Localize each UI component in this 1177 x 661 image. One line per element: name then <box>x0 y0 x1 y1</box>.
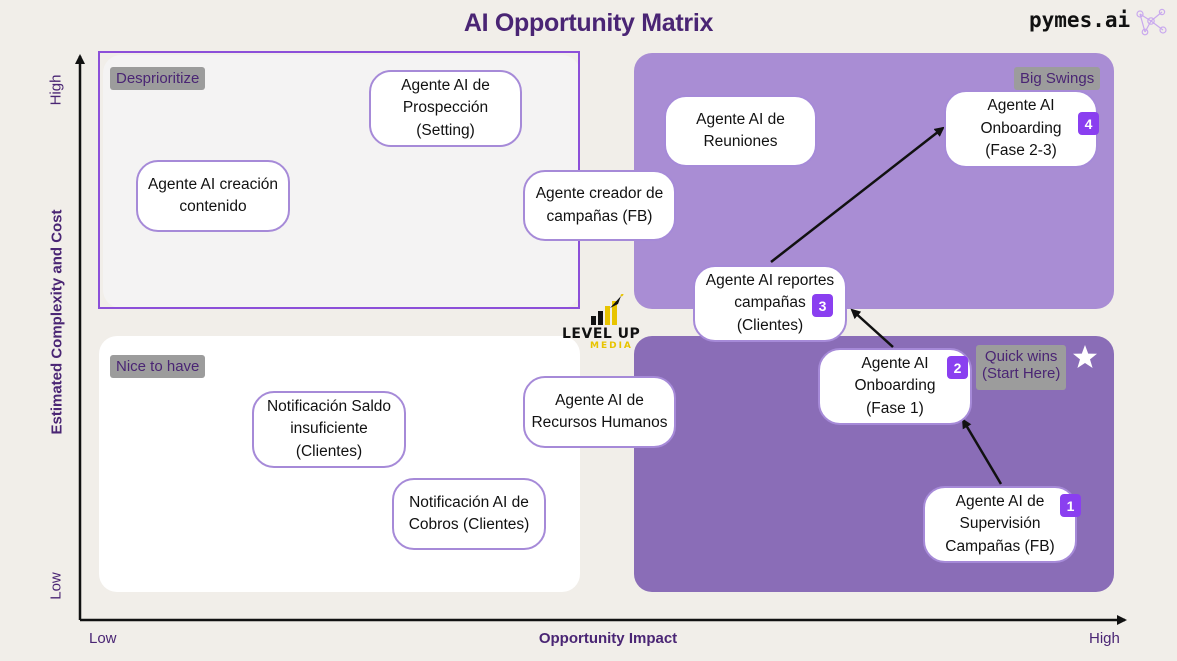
node-text: campañas (FB) <box>546 207 653 225</box>
star-icon <box>1073 345 1097 368</box>
x-axis-high-label: High <box>1089 630 1120 647</box>
node-text: Agente AI de <box>555 391 644 409</box>
node-text: Cobros (Clientes) <box>408 516 530 533</box>
x-axis-low-label: Low <box>89 630 117 647</box>
node-creador-campanas[interactable]: Agente creador de campañas (FB) <box>523 170 676 241</box>
node-text: (Fase 2-3) <box>985 142 1057 160</box>
y-axis-low-label: Low <box>47 572 65 600</box>
node-notificacion-saldo[interactable]: Notificación Saldo insuficiente (Cliente… <box>252 391 406 468</box>
node-text: Onboarding <box>854 377 936 395</box>
node-text: Agente AI de <box>955 492 1045 510</box>
quadrant-label-nice-to-have: Nice to have <box>110 355 206 378</box>
node-text: (Clientes) <box>295 442 363 460</box>
node-text: Prospección <box>402 99 489 117</box>
node-text: Agente AI <box>987 97 1055 115</box>
node-text: (Setting) <box>416 121 475 139</box>
node-text: insuficiente <box>290 420 368 438</box>
node-text: Recursos Humanos <box>531 414 668 431</box>
step-badge-4: 4 <box>1078 112 1099 135</box>
node-text: Agente AI creación <box>147 175 279 193</box>
node-onboarding-fase-2-3[interactable]: Agente AI Onboarding (Fase 2-3) <box>944 90 1098 168</box>
node-notificacion-cobros[interactable]: Notificación AI de Cobros (Clientes) <box>392 478 546 550</box>
page-title: AI Opportunity Matrix <box>463 9 714 37</box>
node-text: (Clientes) <box>736 316 804 334</box>
node-text: Campañas (FB) <box>945 537 1055 555</box>
node-supervision-campanas[interactable]: Agente AI de Supervisión Campañas (FB) <box>923 486 1077 563</box>
node-text: Onboarding <box>980 119 1062 137</box>
node-reuniones[interactable]: Agente AI de Reuniones <box>664 95 817 167</box>
quick-wins-line1: Quick wins <box>984 348 1058 365</box>
node-onboarding-fase-1[interactable]: Agente AI Onboarding (Fase 1) <box>818 348 972 425</box>
node-text: Agente AI reportes <box>705 271 835 289</box>
step-badge-3: 3 <box>812 294 833 317</box>
node-text: contenido <box>179 198 247 215</box>
node-creacion-contenido[interactable]: Agente AI creación contenido <box>136 160 290 232</box>
y-axis-high-label: High <box>47 74 65 106</box>
quick-wins-line2: (Start Here) <box>982 365 1061 382</box>
node-reportes-campanas[interactable]: Agente AI reportes campañas (Clientes) <box>693 265 847 342</box>
x-axis-title: Opportunity Impact <box>538 630 678 647</box>
step-badge-2: 2 <box>947 356 968 379</box>
node-text: Agente AI de <box>401 76 490 94</box>
node-text: Agente AI <box>861 354 929 372</box>
step-badge-1: 1 <box>1060 494 1081 517</box>
network-icon <box>1136 8 1167 36</box>
logo-subtext: MEDIA <box>590 341 633 351</box>
node-text: Reuniones <box>703 133 778 150</box>
node-text: Agente creador de <box>535 185 664 202</box>
node-text: Supervisión <box>959 515 1041 533</box>
node-text: (Fase 1) <box>866 399 924 417</box>
node-text: Notificación Saldo <box>266 397 392 415</box>
node-text: Agente AI de <box>696 110 785 128</box>
node-recursos-humanos[interactable]: Agente AI de Recursos Humanos <box>523 376 676 448</box>
quadrant-label-quick-wins: Quick wins (Start Here) <box>976 345 1067 390</box>
node-prospeccion[interactable]: Agente AI de Prospección (Setting) <box>369 70 522 147</box>
logo-text: LEVEL UP <box>562 326 641 342</box>
rocket-chart-icon <box>591 294 624 325</box>
quadrant-label-desprioritize: Desprioritize <box>110 67 206 90</box>
brand-name: pymes.ai <box>1029 8 1131 32</box>
y-axis-title: Estimated Complexity and Cost <box>48 209 66 435</box>
node-text: campañas <box>734 294 806 312</box>
quadrant-label-big-swings: Big Swings <box>1014 67 1101 90</box>
node-text: Notificación AI de <box>409 493 529 511</box>
